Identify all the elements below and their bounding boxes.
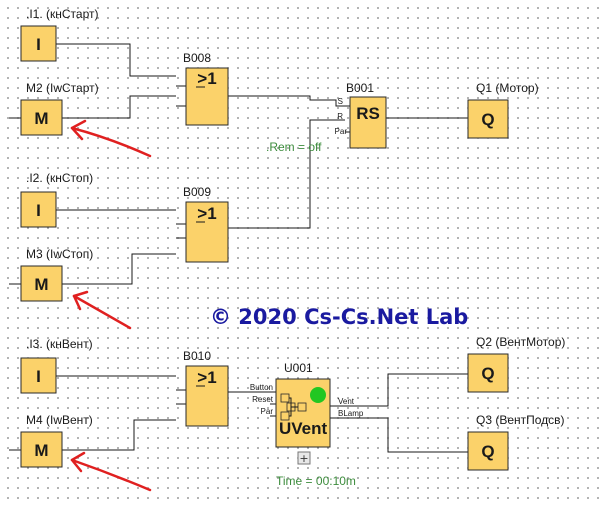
udf-status-led-icon [310,387,326,403]
red-arrow-m2-icon [70,119,152,158]
input-m4-label: M4 (IwВент) [26,413,93,427]
input-m3[interactable]: M3 (IwСтоп) M [20,247,93,302]
input-i3-symbol: I [36,367,41,386]
gate-b008-symbol: >1 [197,69,216,88]
wire-b008-rs-s [228,95,350,107]
output-q3[interactable]: Q3 (ВентПодсв) Q [467,413,565,471]
wire-m2-b008 [62,95,176,119]
udf-block-u001[interactable]: U001 UVent Button Reset Par Vent BLamp [250,361,364,448]
gate-b008-box [185,67,229,126]
output-q2-symbol: Q [481,364,494,383]
input-i1-label: .I1. (кнСтарт) [26,7,99,21]
rs-latch-symbol: RS [356,104,380,123]
input-i1-box [20,25,57,62]
wire-udf-q2 [330,373,468,407]
wire-m4-b010 [62,419,176,451]
input-m4-symbol: M [34,441,48,460]
input-i1[interactable]: .I1. (кнСтарт) I [20,7,99,62]
output-q3-box [467,431,509,471]
gate-b009-symbol: >1 [197,204,216,223]
output-q2-box [467,353,509,393]
input-m3-box [20,265,63,302]
wire-b009-rs-r [228,119,345,229]
input-i2-box [20,191,57,228]
gate-b008-label: B008 [183,51,211,65]
rs-latch-b001[interactable]: B001 RS S R Par .Rem = off [266,81,387,154]
udf-pin-reset: Reset [252,395,274,404]
input-m4-box [20,431,63,468]
udf-pin-par: Par [261,407,274,416]
gate-b009-box [185,201,229,263]
output-q2[interactable]: Q2 (ВентМотор) Q [467,335,565,393]
gate-b010-symbol: >1 [197,368,216,387]
input-m2-box [20,99,63,136]
input-i3-box [20,357,57,394]
input-i3-label: .I3. (кнВент) [26,337,93,351]
copyright-watermark: © 2020 Cs-Cs.Net Lab [210,305,468,329]
output-q1-symbol: Q [481,110,494,129]
wire-udf-q3 [330,417,468,453]
gate-b010[interactable]: B010 >1 [183,349,229,427]
rs-pin-s: S [338,97,343,106]
red-arrow-m3-icon [72,290,132,330]
rs-pin-r: R [337,112,343,121]
gate-b008[interactable]: B008 >1 [183,51,229,126]
udf-pin-blamp: BLamp [338,409,364,418]
udf-inner-icon [280,393,307,421]
input-m2-label: M2 (IwСтарт) [26,81,99,95]
output-q1-label: Q1 (Мотор) [476,81,539,95]
output-q2-label: Q2 (ВентМотор) [476,335,565,349]
wires [9,43,468,453]
udf-expand-box [297,451,311,465]
udf-pin-vent: Vent [338,397,355,406]
output-q1-box [467,99,509,139]
udf-name: UVent [279,419,328,438]
udf-param-time: Time = 00:10m [276,474,356,488]
output-q3-symbol: Q [481,442,494,461]
wire-i1-b008 [56,43,176,77]
input-i2[interactable]: .I2. (кнСтоп) I [20,171,93,228]
rs-param-remanence: .Rem = off [266,140,322,154]
wire-m3-b009 [62,253,176,285]
rs-latch-box [349,96,387,149]
output-q3-label: Q3 (ВентПодсв) [476,413,565,427]
udf-label: U001 [284,361,313,375]
rs-latch-label: B001 [346,81,374,95]
input-m2[interactable]: M2 (IwСтарт) M [20,81,99,136]
red-arrow-m4-icon [70,451,152,492]
udf-expand-icon: + [299,452,308,465]
gate-b009-label: B009 [183,185,211,199]
input-m3-label: M3 (IwСтоп) [26,247,93,261]
udf-expand-button[interactable]: + [297,451,311,465]
output-q1[interactable]: Q1 (Мотор) Q [467,81,539,139]
input-m4[interactable]: M4 (IwВент) M [20,413,93,468]
gate-b009[interactable]: B009 >1 [183,185,229,263]
input-m3-symbol: M [34,275,48,294]
rs-pin-par: Par [335,127,348,136]
input-i2-label: .I2. (кнСтоп) [26,171,93,185]
gate-b010-box [185,365,229,427]
input-i3[interactable]: .I3. (кнВент) I [20,337,93,394]
gate-b010-label: B010 [183,349,211,363]
input-i1-symbol: I [36,35,41,54]
udf-pin-button: Button [250,383,273,392]
input-i2-symbol: I [36,201,41,220]
input-m2-symbol: M [34,109,48,128]
